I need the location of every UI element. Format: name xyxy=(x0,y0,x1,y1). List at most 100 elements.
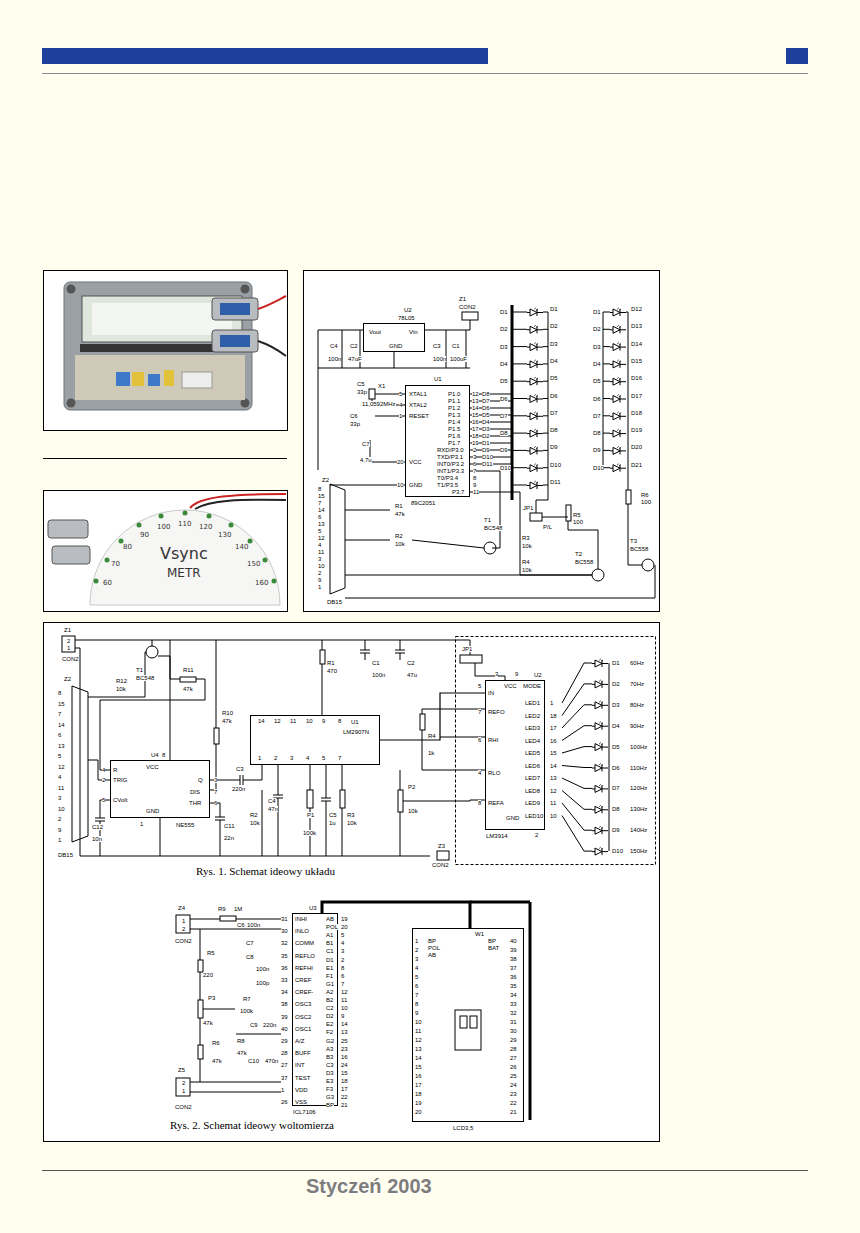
component-label: 23 xyxy=(341,1046,348,1052)
component-label: D1 xyxy=(612,660,620,666)
component-label: 11 xyxy=(318,549,324,555)
component-label: INT1/P3.3 xyxy=(437,468,464,474)
component-label: D4 xyxy=(482,419,490,425)
drawing-shape xyxy=(460,655,482,663)
component-label: 13 xyxy=(341,1029,348,1035)
component-label: INT0/P3.2 xyxy=(437,461,464,467)
wire-line xyxy=(394,352,395,368)
wire-line xyxy=(318,330,363,331)
component-label: Z2 xyxy=(64,676,71,682)
component-label: D18 xyxy=(631,410,642,416)
component-label: 1 xyxy=(182,1088,185,1094)
component-label: XTAL1 xyxy=(409,391,427,397)
round-shape xyxy=(248,539,253,544)
component-label: 9 xyxy=(58,827,61,833)
component-label: 4 xyxy=(318,542,321,548)
wire-line xyxy=(562,766,592,768)
drawing-shape xyxy=(182,372,212,388)
component-label: 10k xyxy=(116,686,126,692)
component-label: D10 xyxy=(482,454,493,460)
wire-line xyxy=(190,1092,281,1093)
component-label: 5 xyxy=(399,391,402,397)
drawing-shape xyxy=(176,902,530,1120)
wire-line xyxy=(400,770,401,790)
component-label: B1 xyxy=(326,940,333,946)
wire-line xyxy=(543,363,548,364)
component-label: GND xyxy=(409,482,422,488)
wire-line xyxy=(400,640,401,650)
component-label: D3 xyxy=(550,341,558,347)
component-label: 34 xyxy=(281,989,288,995)
part-number: LCD3,5 xyxy=(453,1125,473,1131)
component-label: D1 xyxy=(593,309,601,315)
component-label: P1.7 xyxy=(448,440,460,446)
component-label: 25 xyxy=(510,1073,517,1079)
wire-line xyxy=(100,679,205,770)
wire-line xyxy=(500,471,501,548)
wire-line xyxy=(95,818,105,819)
component-label: P1.5 xyxy=(448,426,460,432)
component-label: 4 xyxy=(399,402,402,408)
component-label: D5 xyxy=(500,378,508,384)
component-label: INLO xyxy=(295,928,309,934)
component-label: 9 xyxy=(415,1010,418,1016)
component-label: 19 xyxy=(415,1100,422,1106)
component-label: 7 xyxy=(415,992,418,998)
wire-line xyxy=(422,709,423,714)
component-label: D7 xyxy=(593,413,601,419)
led-symbol xyxy=(592,722,608,730)
component-label: R2 xyxy=(395,533,403,539)
component-label: 2 xyxy=(535,832,538,838)
wire-line xyxy=(543,415,548,416)
component-label: 15 xyxy=(58,701,65,707)
wire-line xyxy=(470,901,530,904)
photo-text: 110 xyxy=(178,521,191,528)
component-label: 17 xyxy=(415,1082,422,1088)
component-label: DIS xyxy=(190,789,200,795)
ic-box: U1LM2907N xyxy=(250,715,380,765)
component-label: 22 xyxy=(510,1100,517,1106)
component-label: VSS xyxy=(295,1099,307,1105)
drawing-shape xyxy=(456,637,656,865)
component-label: CON2 xyxy=(459,304,476,310)
component-label: D4 xyxy=(612,723,620,729)
component-label: 16 xyxy=(550,738,557,744)
component-label: B2 xyxy=(326,997,333,1003)
component-label: 39 xyxy=(510,947,517,953)
component-label: A2 xyxy=(326,989,333,995)
component-label: REFA xyxy=(488,800,504,806)
component-label: X1 xyxy=(378,383,385,389)
component-label: R5 xyxy=(573,512,581,518)
component-label: 140Hz xyxy=(630,827,647,833)
drawing-shape xyxy=(220,916,236,921)
wire-line xyxy=(543,346,548,347)
component-label: 1 xyxy=(258,755,261,761)
component-label: 47k xyxy=(183,686,193,692)
part-number: 89C2051 xyxy=(411,500,435,506)
component-label: 2 xyxy=(67,638,70,644)
component-label: C9 xyxy=(250,1022,258,1028)
component-label: D7 xyxy=(612,785,620,791)
photo-text: Vsync xyxy=(160,546,208,562)
component-label: 13 xyxy=(58,743,65,749)
component-label: P1.1 xyxy=(448,398,460,404)
component-label: CREF- xyxy=(295,989,313,995)
led-symbol xyxy=(527,481,543,489)
component-label: 37 xyxy=(510,965,517,971)
drawing-shape xyxy=(258,296,286,309)
component-label: 3 xyxy=(290,755,293,761)
component-label: CON2 xyxy=(432,862,449,868)
component-label: C2 xyxy=(326,1005,334,1011)
drawing-shape xyxy=(90,510,280,605)
wire-line xyxy=(345,575,592,576)
component-label: RHI xyxy=(488,737,498,743)
wire-line xyxy=(543,398,548,399)
component-label: T3 xyxy=(630,538,637,544)
part-number: 78L05 xyxy=(398,315,415,321)
component-label: 4,7u xyxy=(360,457,372,463)
part-designator: U2 xyxy=(404,307,412,313)
drawing-shape xyxy=(626,490,631,504)
component-label: D3 xyxy=(326,1070,334,1076)
component-label: C4 xyxy=(330,343,338,349)
